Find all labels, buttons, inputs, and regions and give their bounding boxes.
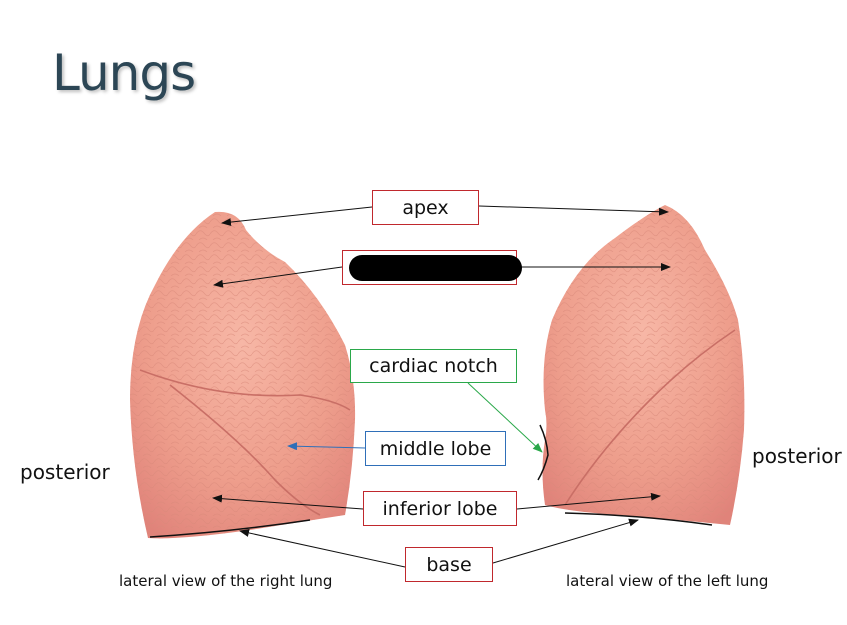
leader-lines	[212, 205, 671, 568]
right-lung	[130, 211, 356, 539]
cardiac-notch-label: cardiac notch	[350, 349, 517, 383]
posterior-label-left-lung: posterior	[752, 444, 842, 468]
middle-lobe-label: middle lobe	[365, 431, 506, 466]
caption-right-lung: lateral view of the right lung	[119, 572, 333, 590]
redaction-mark	[349, 255, 522, 281]
slide-title: Lungs	[52, 44, 196, 102]
inferior-lobe-label: inferior lobe	[363, 491, 517, 526]
left-lung	[537, 205, 745, 526]
apex-label: apex	[372, 190, 479, 225]
caption-left-lung: lateral view of the left lung	[566, 572, 769, 590]
base-label: base	[405, 547, 493, 582]
redacted-label-box	[342, 250, 522, 285]
posterior-label-right-lung: posterior	[20, 460, 110, 484]
